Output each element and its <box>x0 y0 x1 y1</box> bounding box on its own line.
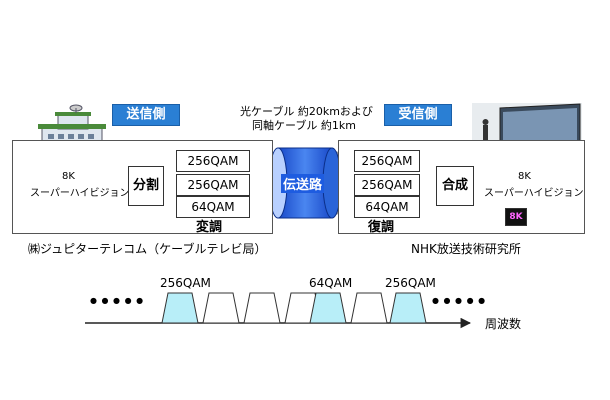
tx-qam-3: 64QAM <box>176 196 250 218</box>
output-label-shv: スーパーハイビジョン <box>484 188 584 199</box>
channel-label: 伝送路 <box>281 174 325 193</box>
rx-qam-2: 256QAM <box>354 174 420 196</box>
spectrum-label-256-right: 256QAM <box>385 276 436 290</box>
receive-tag: 受信側 <box>384 104 452 126</box>
combine-box: 合成 <box>436 166 474 206</box>
tx-qam-2: 256QAM <box>176 174 250 196</box>
demodulation-label: 復調 <box>368 220 395 235</box>
8k-badge: 8K <box>505 208 527 226</box>
modulation-label: 変調 <box>196 220 223 235</box>
spectrum-dots-left: ● ● ● ● ● <box>90 296 145 305</box>
spectrum-label-64: 64QAM <box>309 276 353 290</box>
receive-org: NHK放送技術研究所 <box>411 242 521 256</box>
split-box: 分割 <box>128 166 164 206</box>
8k-badge-text: 8K <box>509 212 523 222</box>
rx-qam-3: 64QAM <box>354 196 420 218</box>
source-label-8k: 8K <box>62 171 75 182</box>
rx-qam-1: 256QAM <box>354 150 420 172</box>
transmit-org: ㈱ジュピターテレコム（ケーブルテレビ局） <box>28 242 267 256</box>
spectrum-dots-right: ● ● ● ● ● <box>432 296 487 305</box>
channel-note-2: 同軸ケーブル 約1km <box>252 119 356 132</box>
source-label-shv: スーパーハイビジョン <box>30 188 130 199</box>
output-label-8k: 8K <box>518 171 531 182</box>
transmit-tag: 送信側 <box>112 104 180 126</box>
tx-qam-1: 256QAM <box>176 150 250 172</box>
frequency-axis-label: 周波数 <box>485 317 522 331</box>
channel-note-1: 光ケーブル 約20kmおよび <box>240 105 373 118</box>
spectrum-label-256-left: 256QAM <box>160 276 211 290</box>
spectrum-channels <box>161 292 427 324</box>
